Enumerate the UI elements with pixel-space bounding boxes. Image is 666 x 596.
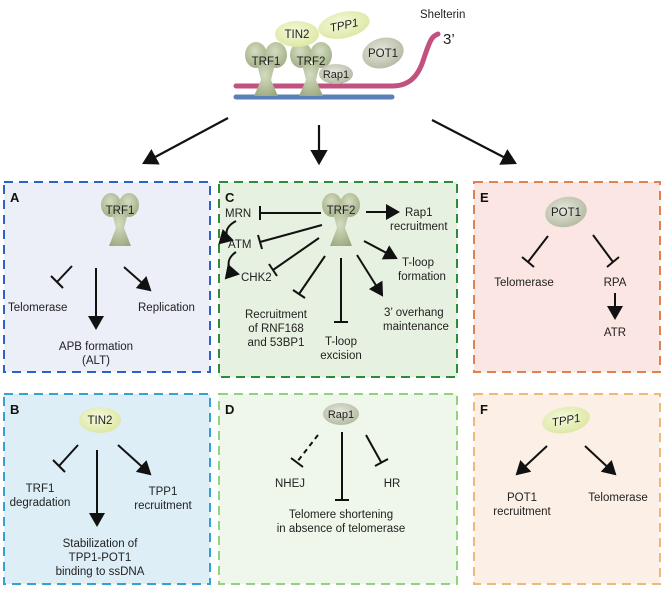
label-rpa: RPA	[604, 277, 627, 289]
label-trf1-line1: TRF1	[26, 483, 55, 495]
tin2-protein: TIN2	[275, 21, 319, 47]
tpp1-label: TPP1	[329, 17, 360, 35]
label-short-line2: in absence of telomerase	[277, 523, 406, 535]
panel-f: F TPP1 POT1 recruitment Telomerase	[473, 393, 661, 585]
shelterin-label: Shelterin	[420, 9, 465, 21]
label-tpp1-line1: TPP1	[149, 486, 178, 498]
pot1-icon: POT1	[545, 196, 587, 228]
arrow-to-panel-e	[431, 119, 517, 165]
trf2-protein: TRF2	[290, 42, 332, 96]
inhibit-chk2	[272, 237, 320, 271]
panel-b-protein: TIN2	[88, 415, 113, 427]
label-telomerase: Telomerase	[8, 302, 67, 314]
panel-c-protein: TRF2	[327, 205, 356, 217]
arrow-to-panel-a	[142, 117, 229, 165]
label-excision-line2: excision	[320, 350, 362, 362]
label-telomerase-f: Telomerase	[588, 492, 647, 504]
trf2-label: TRF2	[297, 56, 326, 68]
arrow-atm-chk2	[224, 251, 240, 280]
label-apb-line2: (ALT)	[82, 355, 110, 367]
panel-b: B TIN2 TRF1 degradation TPP1 recruitment…	[3, 393, 211, 585]
trf1-dimer-icon: TRF1	[101, 193, 139, 246]
label-pot1-line1: POT1	[507, 492, 537, 504]
label-short-line1: Telomere shortening	[289, 509, 393, 521]
inhibit-trf1-degradation	[58, 444, 79, 467]
inhibit-telomerase	[56, 265, 73, 283]
panel-e-letter: E	[480, 190, 489, 205]
panel-c-letter: C	[225, 190, 235, 205]
label-rnf-line2: of RNF168	[248, 323, 304, 335]
arrow-tloop-formation	[363, 240, 398, 260]
pot1-protein: POT1	[362, 37, 404, 69]
overview-arrows	[142, 117, 517, 166]
panel-c: C TRF2 MRN ATM CHK2 Rap1 rec	[218, 181, 458, 378]
label-tloop-line2: formation	[398, 271, 446, 283]
inhibit-rpa	[592, 234, 614, 263]
panel-a-protein: TRF1	[106, 205, 135, 217]
inhibit-atm	[259, 224, 323, 243]
trf2-dimer-icon: TRF2	[322, 193, 360, 246]
label-hr: HR	[384, 478, 401, 490]
panel-a: A TRF1 Telomerase Replication APB format…	[3, 181, 211, 373]
label-replication: Replication	[138, 302, 195, 314]
arrow-replication	[123, 266, 152, 292]
panel-d-letter: D	[225, 402, 234, 417]
label-chk2: CHK2	[241, 272, 272, 284]
label-rap1-line2: recruitment	[390, 221, 448, 233]
label-pot1-line2: recruitment	[493, 506, 551, 518]
arrow-tpp1-recruitment	[117, 444, 152, 476]
label-overhang-line1: 3’ overhang	[384, 307, 444, 319]
arrow-pot1-recruitment	[515, 445, 548, 476]
arrow-telomerase-f	[584, 445, 617, 476]
label-excision-line1: T-loop	[325, 336, 357, 348]
panel-e: E POT1 Telomerase RPA ATR	[473, 181, 661, 373]
label-atr: ATR	[604, 327, 626, 339]
label-nhej: NHEJ	[275, 478, 305, 490]
dna-g-strand	[233, 31, 441, 89]
panel-a-letter: A	[10, 190, 20, 205]
label-apb-line1: APB formation	[59, 341, 133, 353]
label-overhang-line2: maintenance	[383, 321, 449, 333]
panel-d-protein: Rap1	[328, 409, 354, 421]
three-prime-label: 3’	[443, 31, 455, 48]
pot1-label: POT1	[368, 48, 398, 60]
shelterin-complex: Shelterin 3’ TRF1 TRF2 Rap1 TIN2	[233, 9, 465, 100]
tin2-label: TIN2	[285, 29, 310, 41]
tpp1-protein: TPP1	[318, 11, 370, 39]
label-stab-line3: binding to ssDNA	[56, 566, 145, 578]
label-tloop-line1: T-loop	[402, 257, 434, 269]
label-stab-line1: Stabilization of	[63, 538, 139, 550]
panel-d: D Rap1 NHEJ HR Telomere shortening in ab…	[218, 393, 458, 585]
inhibit-nhej	[296, 434, 319, 463]
rap1-icon: Rap1	[323, 403, 359, 425]
inhibit-rnf168	[298, 255, 326, 295]
arrow-overhang	[356, 254, 384, 297]
panel-e-protein: POT1	[551, 207, 581, 219]
tin2-icon: TIN2	[79, 407, 121, 433]
panel-f-letter: F	[480, 402, 488, 417]
label-tpp1-line2: recruitment	[134, 500, 192, 512]
label-rap1-line1: Rap1	[405, 207, 433, 219]
tpp1-icon: TPP1	[542, 406, 590, 434]
trf1-label: TRF1	[252, 56, 281, 68]
panel-f-protein: TPP1	[551, 413, 581, 430]
label-telomerase-e: Telomerase	[494, 277, 553, 289]
label-rnf-line3: and 53BP1	[248, 337, 305, 349]
label-rnf-line1: Recruitment	[245, 309, 308, 321]
label-mrn: MRN	[225, 208, 251, 220]
panel-b-letter: B	[10, 402, 19, 417]
inhibit-hr	[365, 434, 382, 463]
arrow-mrn-atm	[218, 220, 237, 245]
inhibit-telomerase-e	[527, 235, 549, 263]
label-stab-line2: TPP1-POT1	[69, 552, 132, 564]
label-trf1-line2: degradation	[10, 497, 71, 509]
trf1-protein: TRF1	[245, 42, 287, 96]
rap1-protein: Rap1	[319, 64, 353, 84]
rap1-label: Rap1	[323, 69, 349, 81]
